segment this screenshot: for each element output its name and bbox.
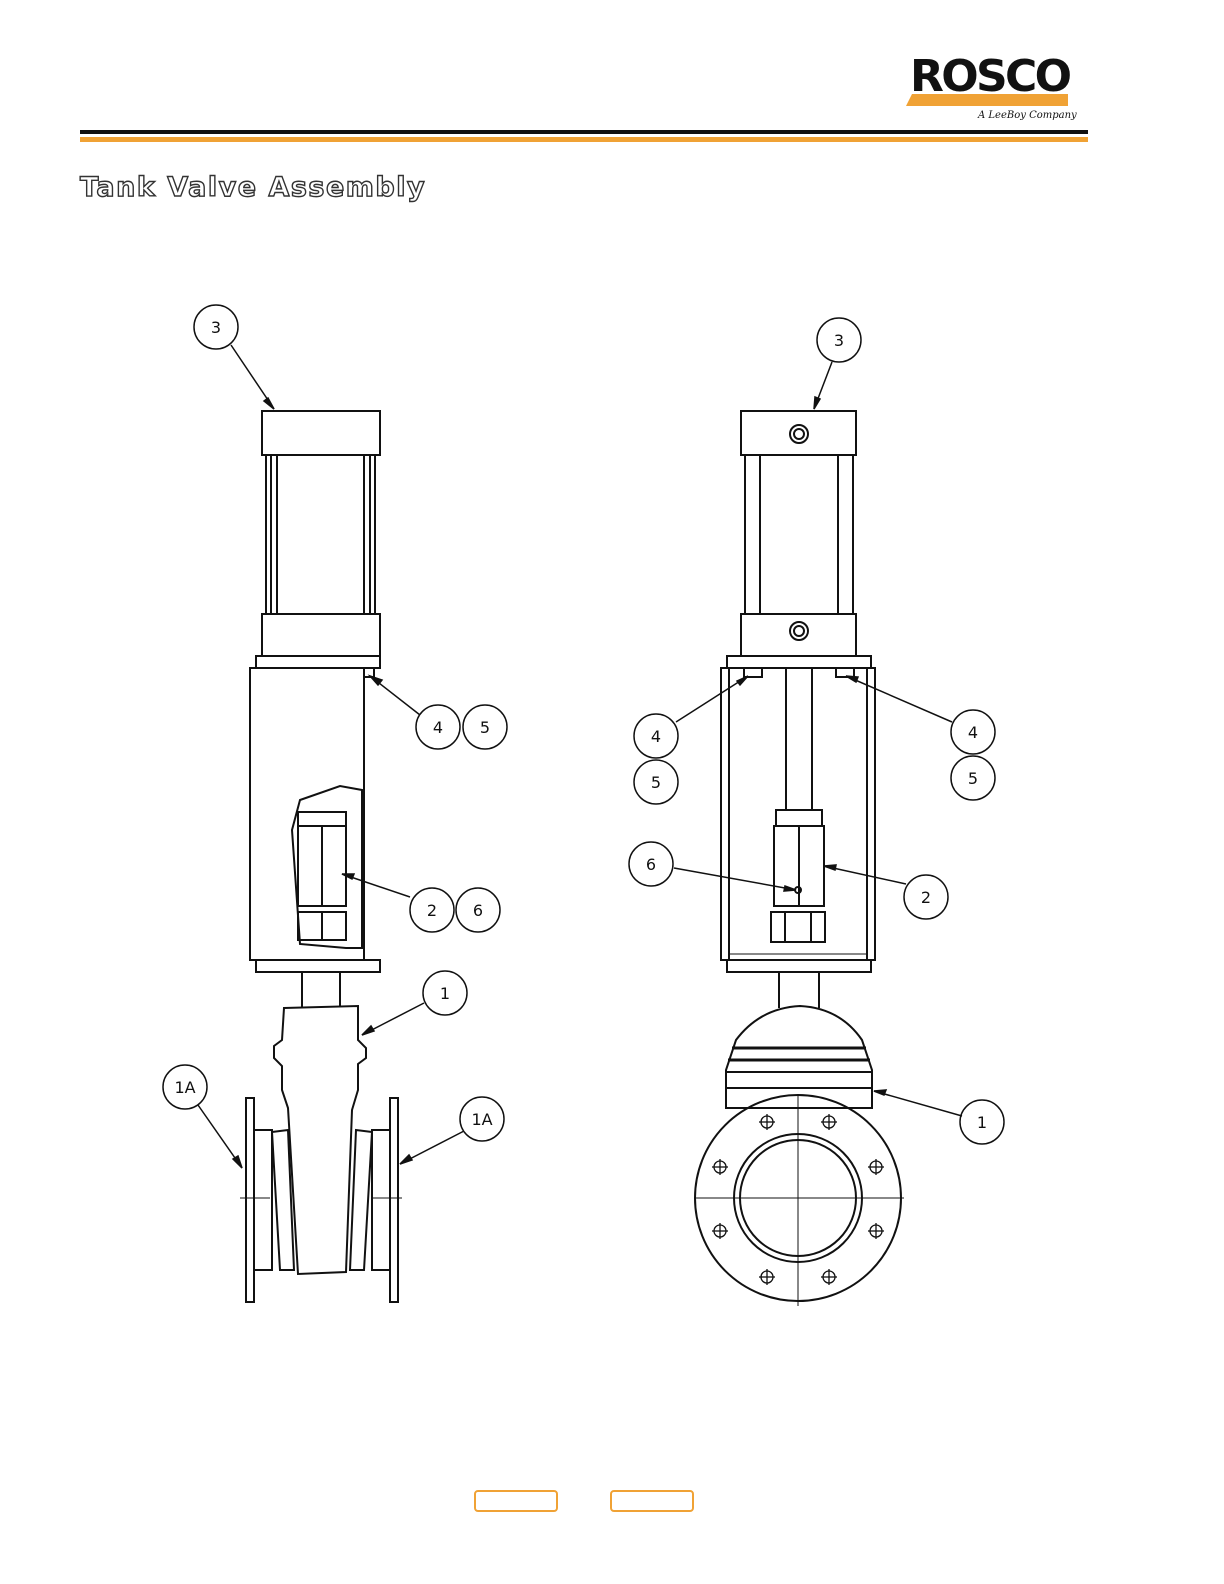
svg-text:3: 3 xyxy=(211,318,221,337)
svg-text:1: 1 xyxy=(440,984,450,1003)
svg-text:6: 6 xyxy=(646,855,656,874)
left-side-view xyxy=(198,345,464,1302)
svg-text:1A: 1A xyxy=(471,1110,492,1129)
right-air-cylinder xyxy=(741,411,856,656)
right-valve-stem xyxy=(779,972,819,1008)
svg-text:2: 2 xyxy=(921,888,931,907)
right-bracket xyxy=(721,656,875,972)
svg-text:5: 5 xyxy=(968,769,978,788)
svg-text:1: 1 xyxy=(977,1113,987,1132)
left-bracket xyxy=(250,656,380,972)
callout-balloons xyxy=(163,305,1004,1144)
svg-text:3: 3 xyxy=(834,331,844,350)
svg-text:4: 4 xyxy=(433,718,443,737)
previous-page-button[interactable] xyxy=(474,1490,558,1512)
left-air-cylinder xyxy=(262,411,380,656)
svg-text:6: 6 xyxy=(473,901,483,920)
svg-text:4: 4 xyxy=(651,727,661,746)
callout-labels: 3 4 5 2 6 1 1A 1A 3 4 5 4 5 6 2 1 xyxy=(174,318,987,1132)
left-leaders xyxy=(198,345,464,1168)
svg-text:5: 5 xyxy=(651,773,661,792)
right-front-view xyxy=(674,362,962,1306)
left-valve-stem xyxy=(302,972,340,1007)
svg-text:1A: 1A xyxy=(174,1078,195,1097)
svg-text:4: 4 xyxy=(968,723,978,742)
svg-text:5: 5 xyxy=(480,718,490,737)
svg-text:2: 2 xyxy=(427,901,437,920)
left-valve-body xyxy=(240,1006,402,1302)
right-valve-body xyxy=(694,1006,904,1306)
next-page-button[interactable] xyxy=(610,1490,694,1512)
